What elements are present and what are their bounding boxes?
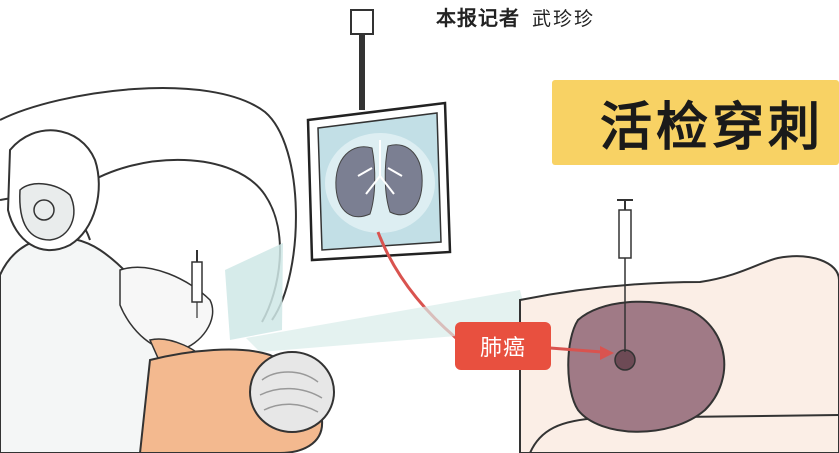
doctor-performing-ct-guided-biopsy-icon: [0, 129, 214, 453]
patient-lung-biopsy-icon: [519, 255, 839, 453]
scan-beam: [225, 243, 283, 340]
byline: 本报记者 武珍珍: [436, 2, 595, 30]
scan-beam-long: [246, 290, 530, 352]
lung-scan-monitor-icon: [306, 101, 452, 262]
banner-title: 活检穿刺: [600, 97, 825, 158]
diagnosis-tag: 肺癌: [455, 322, 551, 370]
byline-author: 武珍珍: [532, 8, 596, 30]
monitor-arm: [350, 9, 374, 110]
byline-role: 本报记者: [436, 6, 520, 30]
tumor-icon: [614, 349, 636, 371]
biopsy-needle-icon-left: [191, 250, 203, 318]
title-banner: 活检穿刺: [552, 80, 839, 165]
diagnosis-tag-label: 肺癌: [479, 336, 526, 361]
tag-arrow-head: [600, 346, 614, 360]
tag-arrow: [549, 346, 603, 354]
patient-on-table: [138, 348, 335, 453]
biopsy-needle-icon: [617, 199, 633, 352]
